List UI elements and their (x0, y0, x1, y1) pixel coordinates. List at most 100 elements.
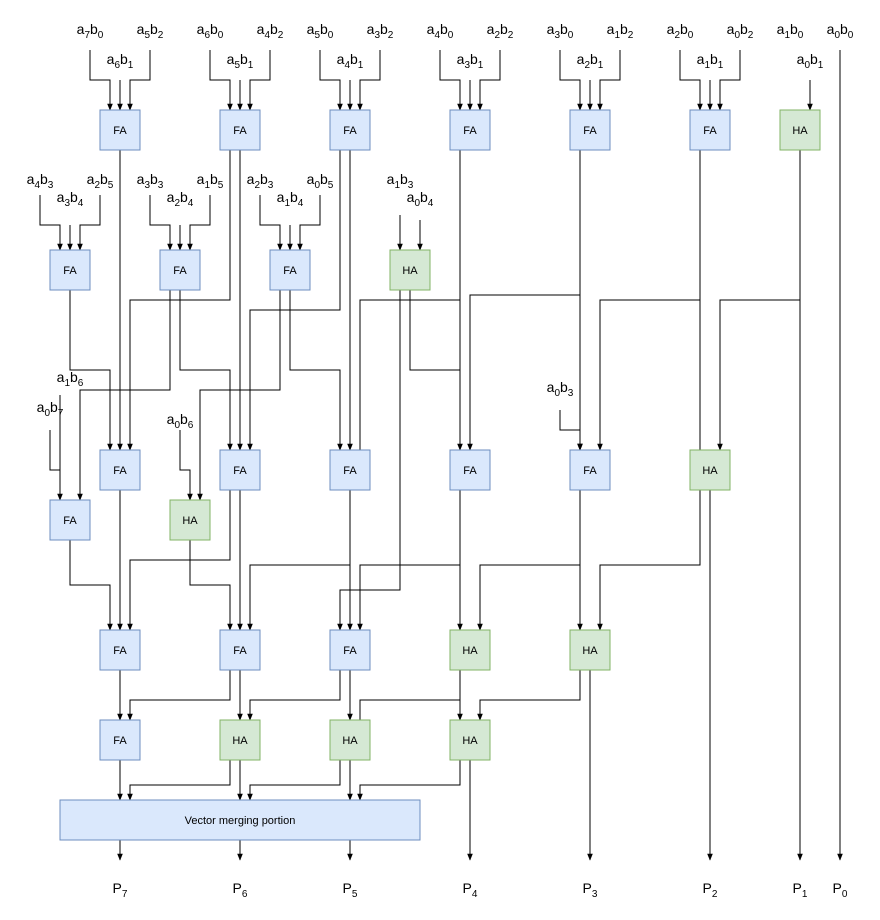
label-a4b3: a4b3 (27, 171, 54, 191)
label-a5b0: a5b0 (307, 21, 334, 41)
label-a1b4: a1b4 (277, 189, 304, 209)
fa-r3-c2 (219, 449, 261, 491)
fa-r2-c1 (49, 249, 91, 291)
fa-r1-c6 (689, 109, 731, 151)
label-a1b5: a1b5 (197, 171, 224, 191)
wire-45 (69, 290, 113, 451)
vector-merging-portion (59, 799, 421, 841)
label-a0b3: a0b3 (547, 379, 574, 399)
wire-83 (247, 760, 341, 801)
fa-r1-c3 (329, 109, 371, 151)
fa-r3-c2-label: FA (233, 465, 247, 477)
fa-r1-c5 (569, 109, 611, 151)
fa-r1-c1 (99, 109, 141, 151)
wire-11 (477, 50, 501, 111)
fa-r4-c3-label: FA (343, 645, 357, 657)
fa-r4-c2-label: FA (233, 645, 247, 657)
label-a2b4: a2b4 (167, 189, 194, 209)
ha-r5-c2 (219, 719, 261, 761)
ha-r3b-c2 (169, 499, 211, 541)
fa-r1-c4-label: FA (463, 125, 477, 137)
fa-r3-c1 (99, 449, 141, 491)
wire-50 (197, 290, 281, 501)
label-a0b0: a0b0 (827, 21, 854, 41)
ha-r3-c6 (689, 449, 731, 491)
wire-76 (359, 670, 461, 720)
fa-r2-c2 (159, 249, 201, 291)
label-a6b0: a6b0 (197, 21, 224, 41)
ha-r4-c4-label: HA (462, 645, 478, 657)
fa-r2-c3-label: FA (283, 265, 297, 277)
wire-26 (259, 195, 283, 251)
fa-r4-c1-label: FA (113, 645, 127, 657)
label-a7b0: a7b0 (77, 21, 104, 41)
wire-15 (679, 50, 703, 111)
ha-r1-c7 (779, 109, 821, 151)
wire-22 (77, 195, 101, 251)
label-a0b2: a0b2 (727, 21, 754, 41)
fa-r3-c1-label: FA (113, 465, 127, 477)
wire-47 (289, 290, 343, 451)
output-P6: P6 (233, 880, 248, 900)
ha-r5-c3-label: HA (342, 735, 358, 747)
wires (39, 50, 843, 861)
wire-54 (179, 430, 193, 501)
ha-r4-c4 (449, 629, 491, 671)
label-a2b3: a2b3 (247, 171, 274, 191)
vector-merging-label: Vector merging portion (185, 815, 296, 827)
output-P1: P1 (793, 880, 808, 900)
label-a4b2: a4b2 (257, 21, 284, 41)
ha-r4-c5 (569, 629, 611, 671)
label-a3b2: a3b2 (367, 21, 394, 41)
fa-r3b-c1 (49, 499, 91, 541)
output-P7: P7 (113, 880, 128, 900)
ha-r2-c4-label: HA (402, 265, 418, 277)
label-a2b2: a2b2 (487, 21, 514, 41)
label-a4b1: a4b1 (337, 51, 364, 71)
wire-84 (357, 760, 461, 801)
ha-r4-c5-label: HA (582, 645, 598, 657)
fa-r2-c1-label: FA (63, 265, 77, 277)
label-a1b0: a1b0 (777, 21, 804, 41)
output-P2: P2 (703, 880, 718, 900)
fa-r3-c5 (569, 449, 611, 491)
wire-25 (187, 195, 211, 251)
fa-r1-c3-label: FA (343, 125, 357, 137)
label-a1b6: a1b6 (57, 369, 84, 389)
label-a3b4: a3b4 (57, 189, 84, 209)
fa-r1-c6-label: FA (703, 125, 717, 137)
fa-r3-c3 (329, 449, 371, 491)
wire-20 (39, 195, 63, 251)
label-a2b0: a2b0 (667, 21, 694, 41)
wire-9 (439, 50, 463, 111)
label-a0b1: a0b1 (797, 51, 824, 71)
wire-64 (127, 490, 231, 631)
fa-r4-c3 (329, 629, 371, 671)
fa-r4-c2 (219, 629, 261, 671)
output-P0: P0 (833, 880, 848, 900)
wire-74 (127, 670, 231, 721)
wire-46 (179, 290, 233, 451)
fa-r2-c2-label: FA (173, 265, 187, 277)
wire-28 (297, 195, 321, 251)
wire-40 (247, 150, 341, 451)
wire-3 (209, 50, 233, 111)
wire-12 (559, 50, 583, 111)
wire-66 (357, 490, 461, 631)
label-a2b1: a2b1 (577, 51, 604, 71)
label-a5b1: a5b1 (227, 51, 254, 71)
fa-r3-c3-label: FA (343, 465, 357, 477)
ha-r3-c6-label: HA (702, 465, 718, 477)
fa-r5-c1-label: FA (113, 735, 127, 747)
ha-r5-c4-label: HA (462, 735, 478, 747)
output-P5: P5 (343, 880, 358, 900)
fa-r1-c4 (449, 109, 491, 151)
wire-6 (319, 50, 343, 111)
label-a6b1: a6b1 (107, 51, 134, 71)
label-a1b1: a1b1 (697, 51, 724, 71)
label-a5b2: a5b2 (137, 21, 164, 41)
wire-2 (127, 50, 151, 111)
label-a4b0: a4b0 (427, 21, 454, 41)
